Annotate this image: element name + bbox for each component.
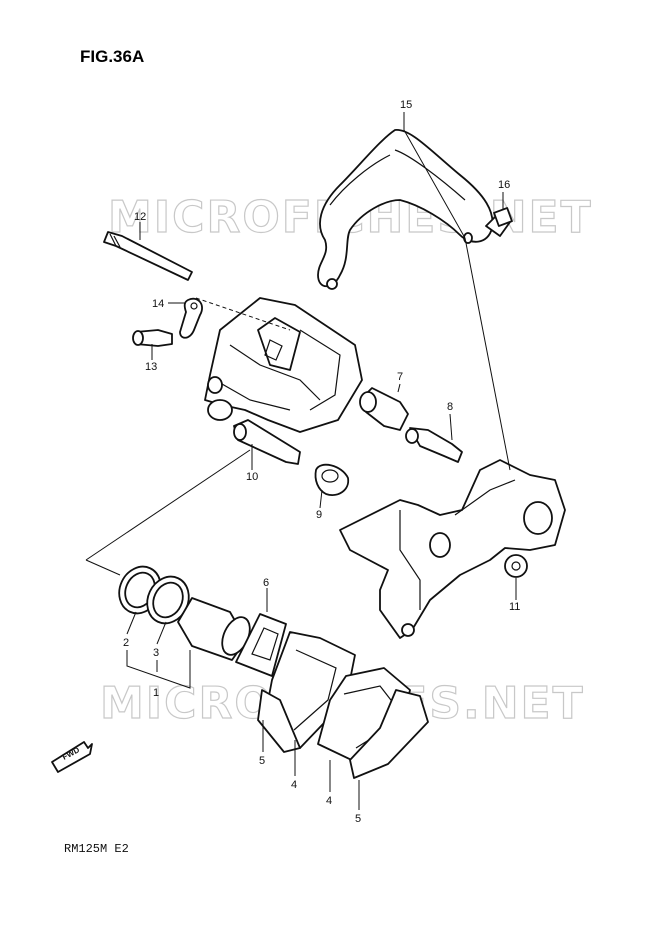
callout-8: 8	[447, 401, 453, 413]
callout-11: 11	[509, 601, 520, 613]
callout-10: 10	[246, 471, 258, 483]
part-13-bleeder	[132, 329, 173, 347]
figure-title: FIG.36A	[80, 47, 144, 66]
callout-7: 7	[397, 371, 403, 383]
part-14-clip	[179, 297, 203, 339]
callout-6: 6	[263, 577, 269, 589]
part-12-pin	[103, 231, 193, 281]
callout-15: 15	[400, 99, 412, 111]
part-10-pin	[233, 419, 301, 465]
part-5-shim-rear	[349, 689, 429, 779]
part-15-bracket	[317, 129, 494, 290]
callout-5-rear: 5	[355, 813, 361, 825]
leader-lines	[85, 112, 517, 810]
fwd-arrow-icon: FWD	[51, 741, 93, 773]
model-code: RM125M E2	[64, 842, 129, 856]
callout-14: 14	[152, 298, 164, 310]
part-16-bolt	[485, 207, 513, 237]
callout-2: 2	[123, 637, 129, 649]
callout-9: 9	[316, 509, 322, 521]
callout-12: 12	[134, 211, 146, 223]
callout-4-front: 4	[291, 779, 297, 791]
callout-5-front: 5	[259, 755, 265, 767]
part-6-shim	[235, 613, 287, 677]
part-9-boot	[314, 463, 350, 496]
part-5-shim-front	[257, 689, 301, 753]
callout-16: 16	[498, 179, 510, 191]
part-3-seal	[146, 575, 190, 625]
caliper-body	[204, 297, 363, 433]
callout-4-rear: 4	[326, 795, 332, 807]
piston	[177, 597, 251, 661]
part-11-bushing	[504, 554, 528, 578]
callout-1: 1	[153, 687, 159, 699]
part-8-bolt	[405, 427, 463, 463]
callout-3: 3	[153, 647, 159, 659]
caliper-support-bracket	[339, 459, 566, 639]
part-7-sleeve	[359, 387, 409, 431]
callout-13: 13	[145, 361, 157, 373]
